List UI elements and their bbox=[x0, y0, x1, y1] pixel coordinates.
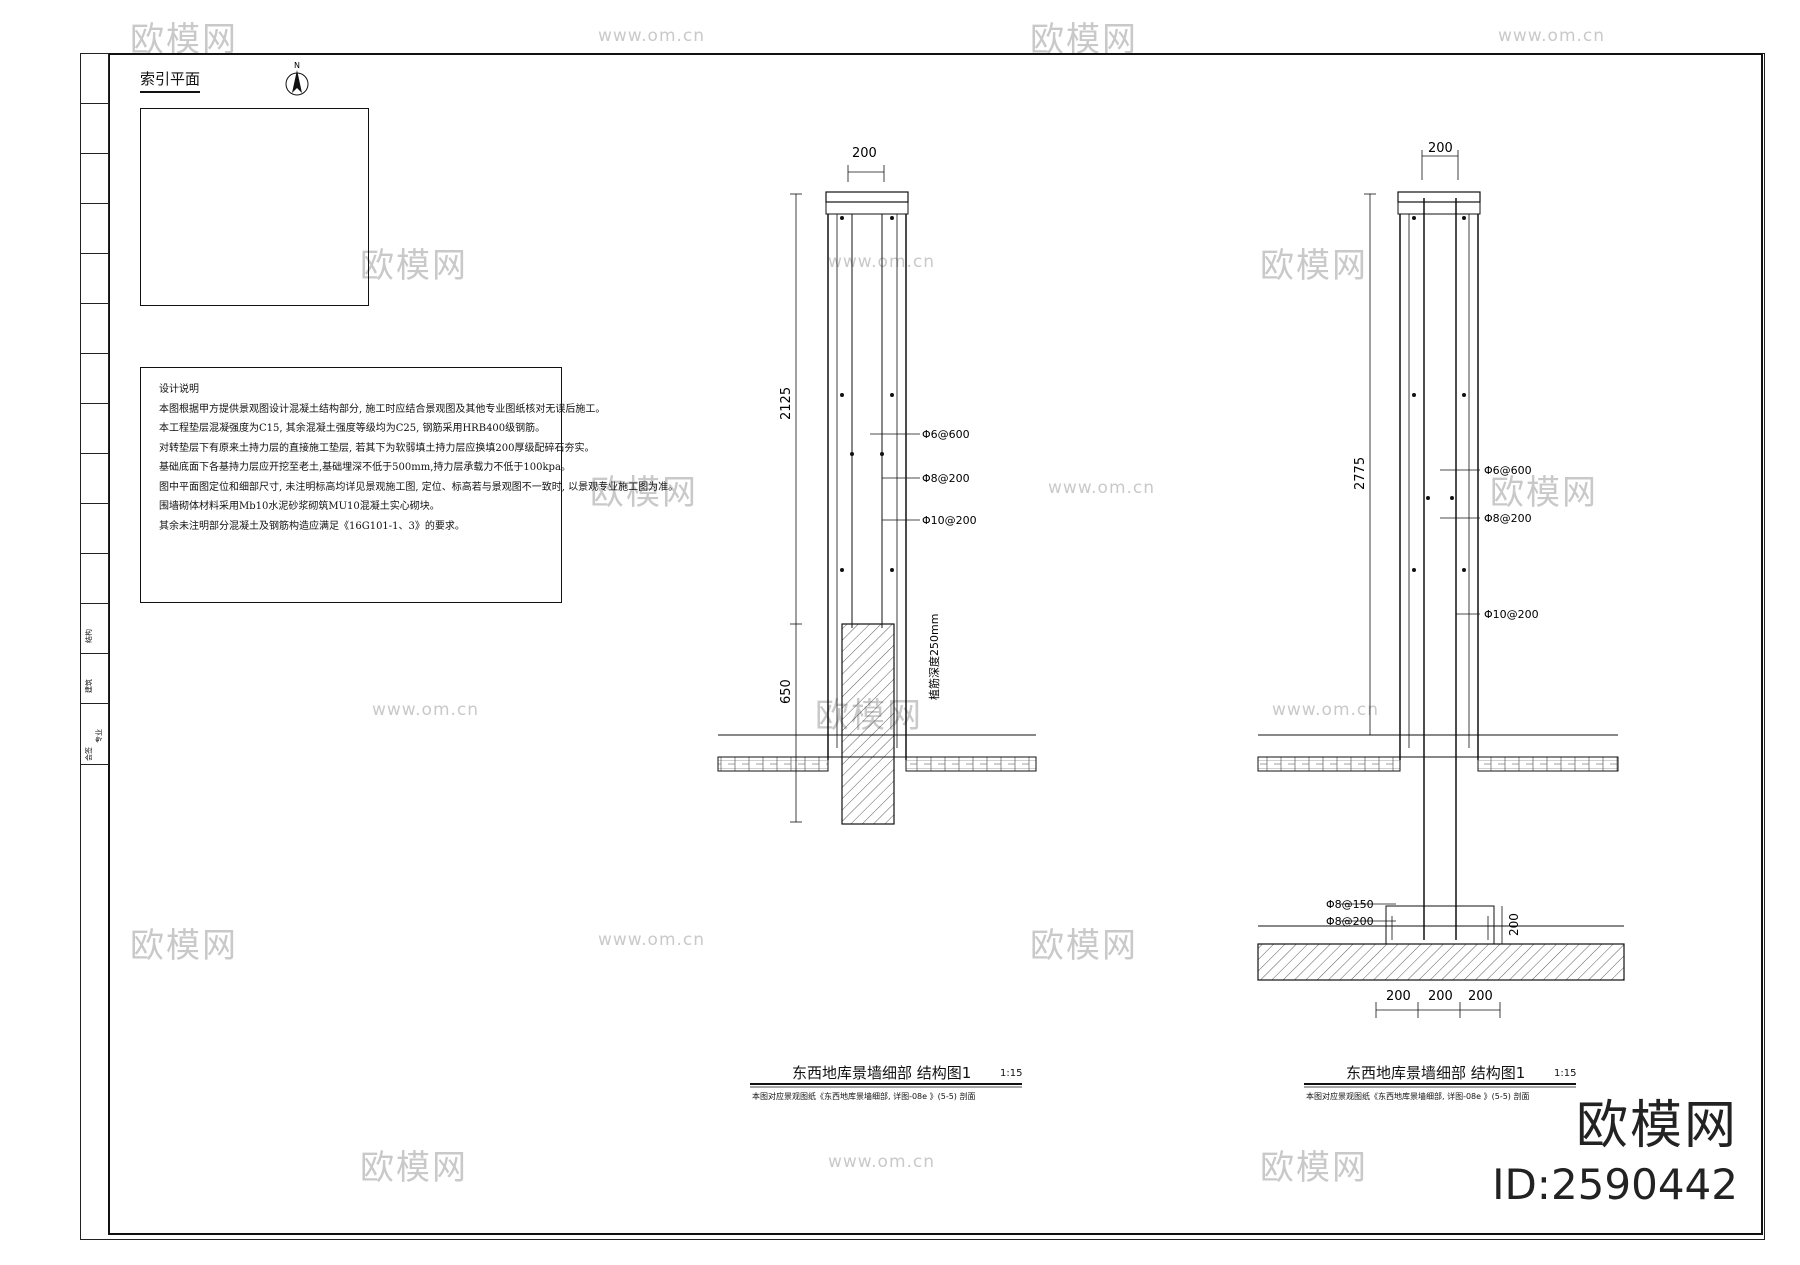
rebar-label: Φ6@600 bbox=[1484, 464, 1532, 477]
dim-bottom: 200 bbox=[1468, 989, 1493, 1004]
rebar-label: Φ8@200 bbox=[1326, 915, 1374, 928]
watermark-url: www.om.cn bbox=[1048, 478, 1156, 498]
rebar-label: Φ10@200 bbox=[1484, 608, 1539, 621]
caption-title-left: 东西地库景墙细部 结构图1 bbox=[792, 1064, 972, 1082]
caption-scale-right: 1:15 bbox=[1554, 1068, 1577, 1079]
detail-right bbox=[1257, 150, 1625, 1018]
watermark-url: www.om.cn bbox=[598, 26, 706, 46]
watermark-url: www.om.cn bbox=[598, 930, 706, 950]
dim-top-left: 200 bbox=[852, 146, 877, 161]
notes-line: 围墙砌体材料采用Mb10水泥砂浆砌筑MU10混凝土实心砌块。 bbox=[159, 501, 440, 512]
rebar-label: Φ8@200 bbox=[1484, 512, 1532, 525]
north-arrow-icon: N bbox=[285, 61, 309, 96]
index-plan-title: 索引平面 bbox=[140, 68, 201, 93]
watermark-url: www.om.cn bbox=[1272, 700, 1380, 720]
watermark-logo: 欧模网 bbox=[1490, 473, 1598, 513]
notes-line: 本图根据甲方提供景观图设计混凝土结构部分, 施工时应结合景观图及其他专业图纸核对… bbox=[159, 403, 606, 415]
dim-top-right: 200 bbox=[1428, 141, 1453, 156]
watermark-logo: 欧模网 bbox=[590, 473, 698, 513]
dim-bottom: 200 bbox=[1428, 989, 1453, 1004]
notes-line: 本工程垫层混凝强度为C15, 其余混凝土强度等级均为C25, 钢筋采用HRB40… bbox=[159, 423, 546, 434]
watermark-logo: 欧模网 bbox=[1260, 246, 1368, 286]
watermark-url: www.om.cn bbox=[1498, 26, 1606, 46]
notes-line: 其余未注明部分混凝土及钢筋构造应满足《16G101-1、3》的要求。 bbox=[159, 520, 465, 532]
watermark-url: www.om.cn bbox=[828, 252, 936, 272]
dim-bottom: 200 bbox=[1386, 989, 1411, 1004]
design-notes: 设计说明 本图根据甲方提供景观图设计混凝土结构部分, 施工时应结合景观图及其他专… bbox=[140, 367, 679, 603]
caption-sub-left: 本图对应景观图纸《东西地库景墙细部, 详图-08e 》(5-5) 剖面 bbox=[752, 1092, 976, 1101]
brand-logo: 欧模网 bbox=[1575, 1096, 1738, 1156]
watermark-url: www.om.cn bbox=[372, 700, 480, 720]
watermark-url: www.om.cn bbox=[828, 1152, 936, 1172]
watermark-logo: 欧模网 bbox=[360, 1148, 468, 1188]
north-label: N bbox=[294, 61, 300, 70]
notes-line: 对转垫层下有原来土持力层的直接施工垫层, 若其下为软弱填土持力层应换填200厚级… bbox=[159, 442, 595, 454]
anchor-depth-note: 植筋深度250mm bbox=[927, 614, 941, 700]
watermark-logo: 欧模网 bbox=[130, 926, 238, 966]
watermark-logo: 欧模网 bbox=[1260, 1148, 1368, 1188]
rebar-label: Φ6@600 bbox=[922, 428, 970, 441]
rebar-label: Φ10@200 bbox=[922, 514, 977, 527]
index-plan-box bbox=[140, 108, 369, 306]
notes-heading: 设计说明 bbox=[159, 384, 199, 395]
rebar-label: Φ8@150 bbox=[1326, 898, 1374, 911]
brand-id: ID:2590442 bbox=[1492, 1160, 1738, 1209]
notes-line: 图中平面图定位和细部尺寸, 未注明标高均详见景观施工图, 定位、标高若与景观图不… bbox=[159, 481, 679, 493]
dim-lower-left: 650 bbox=[779, 679, 794, 704]
caption-sub-right: 本图对应景观图纸《东西地库景墙细部, 详图-08e 》(5-5) 剖面 bbox=[1306, 1092, 1530, 1101]
dim-upper-right: 2775 bbox=[1353, 457, 1368, 490]
dim-upper-left: 2125 bbox=[779, 387, 794, 420]
dim-base-height: 200 bbox=[1507, 913, 1521, 936]
watermark-logo: 欧模网 bbox=[1030, 926, 1138, 966]
detail-left bbox=[717, 165, 1037, 825]
notes-line: 基础底面下各基持力层应开挖至老土,基础埋深不低于500mm,持力层承载力不低于1… bbox=[159, 462, 571, 473]
watermark-logo: 欧模网 bbox=[360, 246, 468, 286]
rebar-label: Φ8@200 bbox=[922, 472, 970, 485]
caption-scale-left: 1:15 bbox=[1000, 1068, 1023, 1079]
drawing-frame bbox=[108, 53, 1763, 1235]
title-strip: 会签 专业 建筑 结构 bbox=[80, 53, 109, 765]
caption-title-right: 东西地库景墙细部 结构图1 bbox=[1346, 1064, 1526, 1082]
